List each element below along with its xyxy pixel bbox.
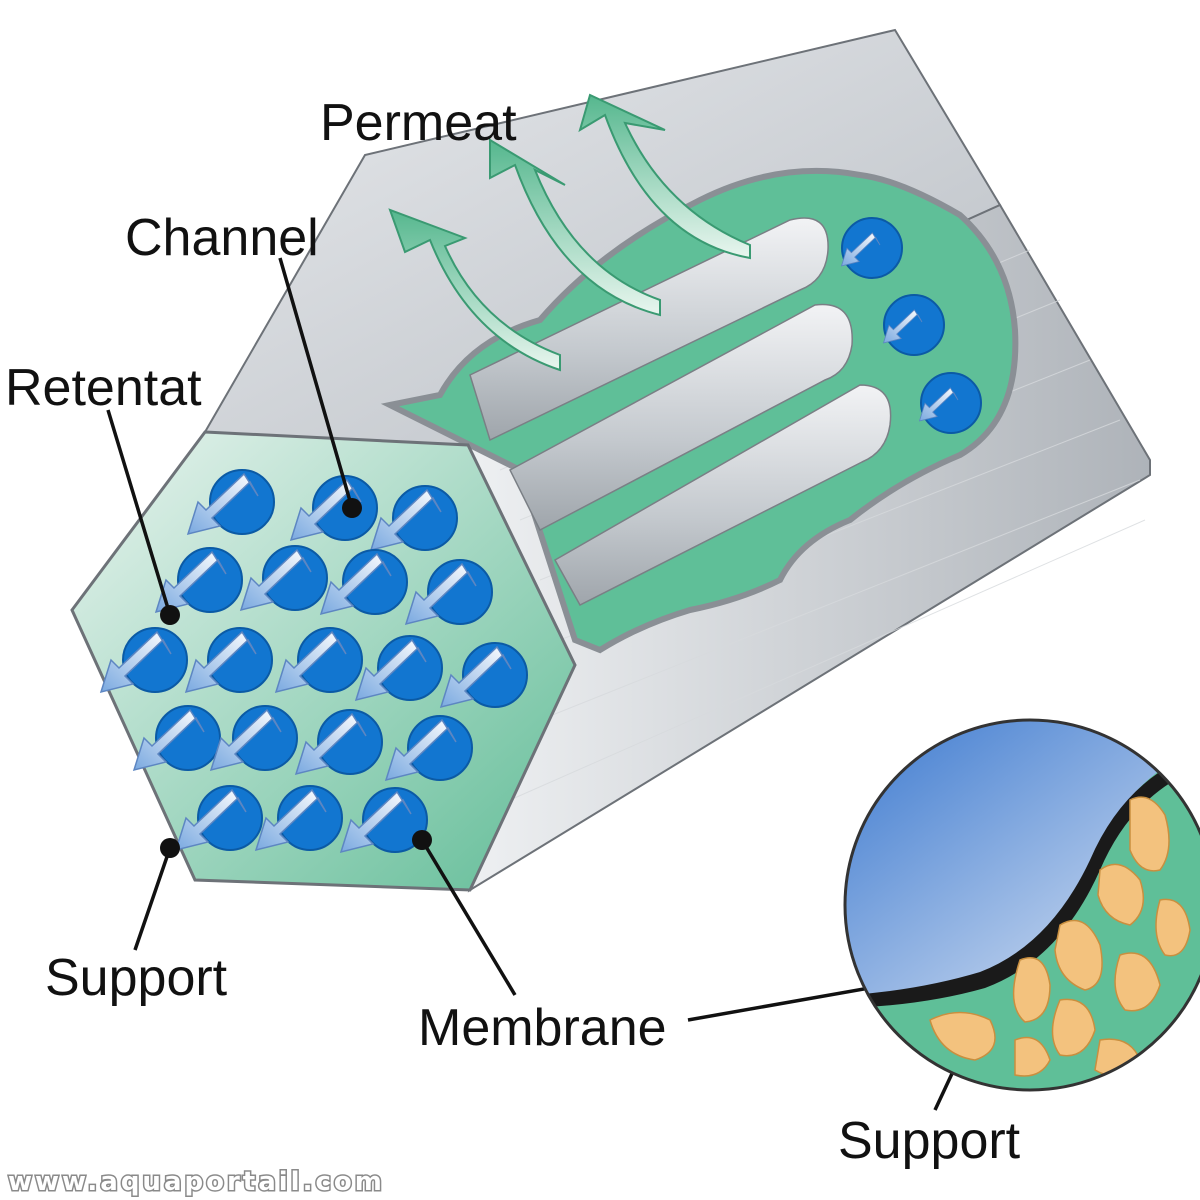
label-support-zoom: Support (838, 1112, 1021, 1170)
membrane-layer (850, 760, 1190, 1008)
face-channel-10 (297, 627, 363, 693)
channel-end-1 (841, 217, 903, 279)
zoom-detail (843, 718, 1200, 1092)
face-channel-16 (407, 715, 473, 781)
channel-leader-dot (342, 498, 362, 518)
face-channel-12 (462, 642, 528, 708)
support-leader-dot (160, 838, 180, 858)
channel-end-2 (883, 294, 945, 356)
face-channel-19 (362, 787, 428, 853)
label-membrane: Membrane (418, 999, 667, 1057)
label-permeat: Permeat (320, 94, 517, 152)
permeat-arrows (388, 93, 751, 372)
face-channel-13 (155, 705, 221, 771)
permeat-arrow-3 (578, 93, 751, 260)
face-channel-14 (232, 705, 298, 771)
label-channel: Channel (125, 209, 319, 267)
face-channel-6 (342, 549, 408, 615)
channel-end-3 (920, 372, 982, 434)
cutaway-tubes (469, 217, 892, 606)
face-channel-11 (377, 635, 443, 701)
face-channel-3 (392, 485, 458, 551)
face-channel-1 (209, 469, 275, 535)
permeat-arrow-1 (388, 208, 561, 372)
face-channel-15 (317, 709, 383, 775)
label-retentat: Retentat (5, 359, 202, 417)
front-face-channels (100, 469, 528, 853)
face-channel-4 (177, 547, 243, 613)
face-channel-7 (427, 559, 493, 625)
face-channel-8 (122, 627, 188, 693)
label-support-left: Support (45, 949, 228, 1007)
face-channel-9 (207, 627, 273, 693)
permeat-arrow-2 (489, 138, 661, 317)
watermark: www.aquaportail.com (8, 1167, 385, 1197)
membrane-leader-dot (412, 830, 432, 850)
face-channel-18 (277, 785, 343, 851)
support-grains (929, 796, 1191, 1077)
retentat-leader-dot (160, 605, 180, 625)
face-channel-17 (197, 785, 263, 851)
face-channel-5 (262, 545, 328, 611)
cutaway-channel-ends (841, 217, 982, 434)
